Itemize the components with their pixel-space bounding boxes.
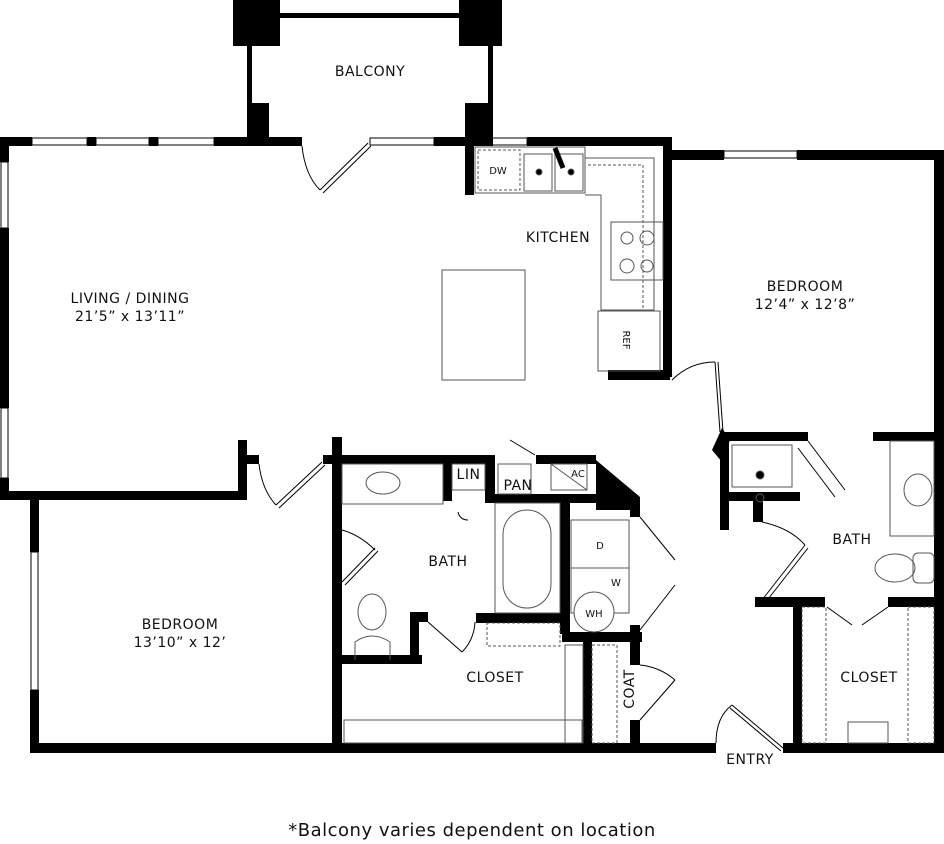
room-label-bath-2: BATH [832, 532, 872, 548]
room-name: BEDROOM [766, 279, 844, 295]
fixture-water-heater: WH [585, 609, 603, 620]
room-label-coat: COAT [622, 669, 638, 709]
room-label-kitchen: KITCHEN [525, 230, 591, 246]
room-label-closet-1: CLOSET [466, 670, 524, 686]
room-label-living: LIVING / DINING 21’5” x 13’11” [45, 290, 215, 326]
fixture-dishwasher: DW [489, 166, 507, 177]
room-dimensions: 21’5” x 13’11” [75, 309, 185, 325]
fixture-dryer: D [596, 541, 604, 552]
fixture-ac: AC [571, 469, 585, 480]
balcony-footnote: *Balcony varies dependent on location [288, 820, 656, 841]
room-label-bedroom-1: BEDROOM 12’4” x 12’8” [740, 278, 870, 314]
room-label-closet-2: CLOSET [840, 670, 898, 686]
room-name: LIVING / DINING [70, 291, 190, 307]
fixture-refrigerator: REF [620, 330, 631, 350]
room-label-bedroom-2: BEDROOM 13’10” x 12’ [120, 616, 240, 652]
fixture-washer: W [611, 578, 621, 589]
room-dimensions: 12’4” x 12’8” [754, 297, 856, 313]
windows [0, 137, 798, 691]
room-label-bath-1: BATH [428, 554, 468, 570]
fixture-pantry: PAN [503, 478, 533, 494]
room-name: BEDROOM [141, 617, 219, 633]
room-dimensions: 13’10” x 12’ [133, 635, 227, 651]
room-label-entry: ENTRY [726, 752, 774, 768]
room-label-balcony: BALCONY [334, 64, 406, 80]
fixture-linen: LIN [456, 467, 481, 483]
doors [258, 142, 889, 752]
fixtures [341, 146, 935, 744]
walls [0, 0, 944, 753]
